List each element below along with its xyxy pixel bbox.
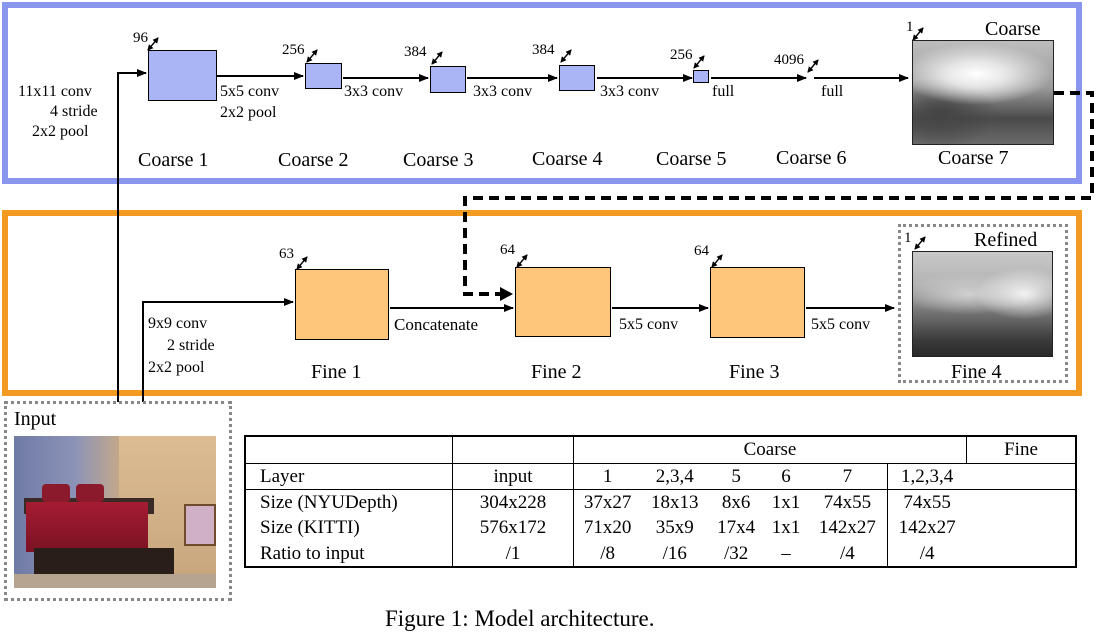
fine2-channels: 64: [500, 242, 515, 258]
fine4-depth-map: [912, 251, 1053, 357]
coarse-input-conv: 11x11 conv: [18, 83, 92, 100]
coarse5-name: Coarse 5: [656, 148, 727, 170]
fine4-name: Fine 4: [951, 361, 1002, 383]
fine4-channels: 1: [904, 230, 912, 246]
fine-op1: Concatenate: [394, 315, 479, 334]
table-fine-header: Fine: [966, 436, 1076, 464]
fine-input-conv: 9x9 conv: [148, 315, 208, 332]
coarse-output-dashed-arrow: [463, 91, 1094, 296]
coarse-op1-conv: 5x5 conv: [220, 83, 280, 100]
fine3-channels: 64: [694, 243, 709, 259]
layer-size-table: Coarse Fine Layer input 1 2,3,4 5 6 7 1,…: [244, 435, 1077, 568]
fine-op2: 5x5 conv: [619, 316, 679, 333]
coarse-op6: full: [821, 83, 844, 100]
fine-output-label: Refined: [974, 229, 1038, 251]
fine3-name: Fine 3: [729, 361, 780, 383]
coarse1-block: [148, 50, 217, 101]
coarse-op1-pool: 2x2 pool: [220, 104, 277, 121]
fine2-block: [515, 267, 611, 337]
input-label: Input: [14, 408, 57, 430]
coarse6-name: Coarse 6: [776, 147, 847, 169]
table-header-row: Layer input 1 2,3,4 5 6 7 1,2,3,4: [245, 463, 1076, 491]
coarse-input-pool: 2x2 pool: [32, 123, 89, 140]
coarse-op3: 3x3 conv: [473, 83, 533, 100]
input-to-coarse-arrow: [117, 69, 147, 402]
fine1-block: [295, 269, 389, 340]
coarse2-channels: 256: [282, 42, 305, 58]
coarse4-block: [559, 65, 595, 91]
coarse5-block: [693, 70, 709, 83]
fine-op3: 5x5 conv: [811, 316, 871, 333]
coarse3-channels: 384: [404, 44, 427, 60]
fine1-name: Fine 1: [311, 361, 362, 383]
coarse-input-stride: 4 stride: [50, 103, 98, 120]
fine1-channels: 63: [279, 246, 294, 262]
input-bedroom-image: [14, 436, 216, 588]
coarse1-channels: 96: [133, 30, 148, 46]
coarse7-depth-map: [912, 40, 1054, 145]
coarse6-channels: 4096: [774, 52, 804, 68]
coarse5-channels: 256: [670, 47, 693, 63]
table-group-header-row: Coarse Fine: [245, 436, 1076, 464]
fine-input-stride: 2 stride: [167, 337, 215, 354]
coarse-output-label: Coarse: [985, 18, 1041, 40]
table-row: Size (NYUDepth) 304x228 37x27 18x13 8x6 …: [245, 489, 1076, 516]
coarse-op5: full: [712, 83, 735, 100]
fine3-block: [710, 267, 805, 338]
table-row: Ratio to input /1 /8 /16 /32 – /4 /4: [245, 540, 1076, 567]
figure-caption: Figure 1: Model architecture.: [385, 606, 655, 631]
fine2-name: Fine 2: [531, 361, 582, 383]
coarse2-name: Coarse 2: [278, 149, 349, 171]
fine4-output-frame: [898, 224, 1068, 383]
coarse4-channels: 384: [532, 42, 555, 58]
fine-network-panel: [2, 210, 1082, 396]
table-row: Size (KITTI) 576x172 71x20 35x9 17x4 1x1…: [245, 515, 1076, 541]
input-frame: [4, 401, 232, 601]
coarse4-name: Coarse 4: [532, 148, 603, 170]
coarse3-block: [430, 66, 466, 93]
coarse7-name: Coarse 7: [938, 147, 1009, 169]
coarse7-channels: 1: [906, 19, 914, 35]
input-to-fine-arrow: [142, 298, 294, 402]
coarse-op2: 3x3 conv: [344, 83, 404, 100]
fine-input-pool: 2x2 pool: [148, 359, 205, 376]
coarse1-name: Coarse 1: [138, 149, 209, 171]
table-coarse-header: Coarse: [573, 436, 967, 464]
coarse2-block: [305, 63, 342, 89]
coarse-op4: 3x3 conv: [600, 83, 660, 100]
coarse3-name: Coarse 3: [403, 149, 474, 171]
